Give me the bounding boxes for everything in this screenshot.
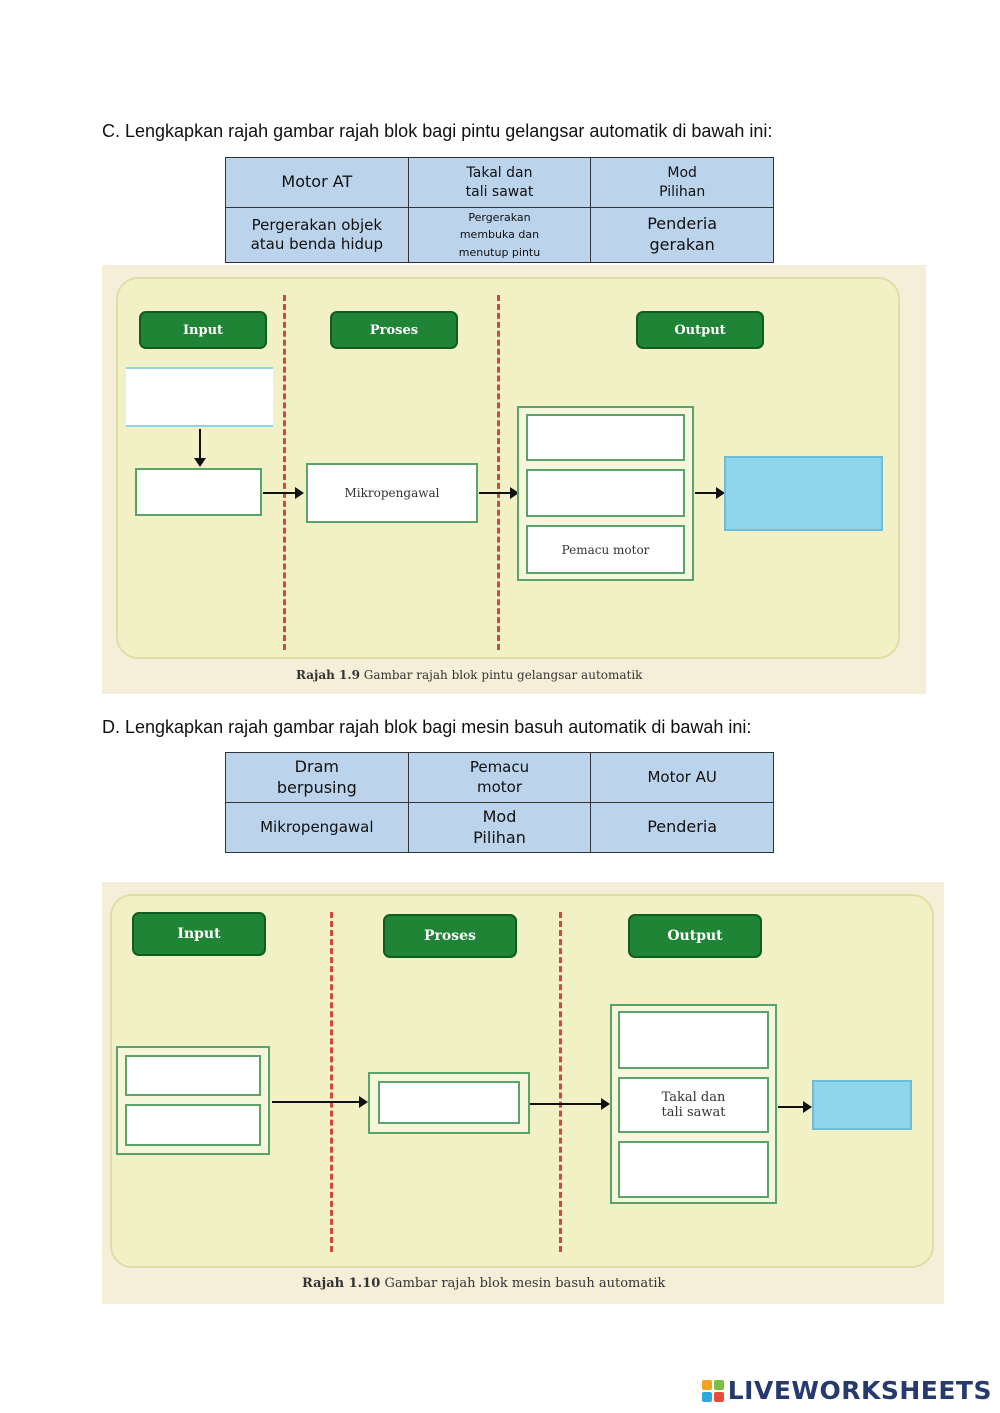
option-cell[interactable]: Takal dan tali sawat [407, 157, 592, 208]
answer-slot-process[interactable] [378, 1081, 520, 1124]
option-cell[interactable]: Motor AU [590, 752, 774, 803]
output-box-label: Pemacu motor [561, 542, 650, 557]
logo-square [701, 1379, 712, 1390]
arrow-right [272, 1096, 368, 1108]
divider-line [283, 295, 286, 650]
answer-slot-input-2[interactable] [135, 468, 262, 516]
option-cell[interactable]: Penderia gerakan [590, 207, 774, 263]
option-cell[interactable]: Pergerakan membuka dan menutup pintu [407, 207, 592, 263]
caption-prefix: Rajah 1.9 [296, 668, 360, 682]
section-d-instruction: D. Lengkapkan rajah gambar rajah blok ba… [102, 717, 752, 737]
arrow-right [263, 487, 304, 499]
answer-slot-input-2[interactable] [125, 1104, 261, 1146]
option-cell[interactable]: Penderia [590, 802, 774, 853]
answer-slot-output-1[interactable] [618, 1011, 769, 1069]
section-c-instruction: C. Lengkapkan rajah gambar rajah blok ba… [102, 121, 773, 141]
divider-line [330, 912, 333, 1252]
caption-text: Gambar rajah blok mesin basuh automatik [384, 1276, 666, 1291]
answer-slot-output-2[interactable] [526, 469, 685, 517]
section-d-options-table: Dram berpusing Pemacu motor Motor AU Mik… [225, 752, 774, 853]
divider-line [559, 912, 562, 1252]
arrow-right [778, 1101, 812, 1113]
output-box-motor-driver: Pemacu motor [526, 525, 685, 574]
caption-text: Gambar rajah blok pintu gelangsar automa… [363, 668, 643, 682]
option-cell[interactable]: Pemacu motor [407, 752, 592, 803]
output-label: Output [636, 311, 764, 349]
diagram-c-caption: Rajah 1.9 Gambar rajah blok pintu gelang… [296, 668, 642, 682]
caption-prefix: Rajah 1.10 [302, 1276, 381, 1291]
logo-square [701, 1391, 712, 1402]
diagram-d: Input Proses Output Takal dan tali sawat… [102, 882, 944, 1304]
section-c-options-table: Motor AT Takal dan tali sawat Mod Piliha… [225, 157, 774, 263]
arrow-down [194, 429, 206, 467]
option-cell[interactable]: Pergerakan objek atau benda hidup [225, 207, 409, 263]
diagram-c: Input Proses Output Mikropengawal Pemacu… [102, 265, 926, 694]
logo-mark-icon [701, 1379, 724, 1402]
diagram-d-caption: Rajah 1.10 Gambar rajah blok mesin basuh… [302, 1276, 665, 1291]
answer-slot-final[interactable] [724, 456, 883, 531]
option-cell[interactable]: Mikropengawal [225, 802, 409, 853]
answer-slot-output-1[interactable] [526, 414, 685, 461]
input-label: Input [139, 311, 267, 349]
logo-text: LIVEWORKSHEETS [727, 1376, 992, 1405]
arrow-right [479, 487, 519, 499]
process-box: Mikropengawal [306, 463, 478, 523]
output-label: Output [628, 914, 762, 958]
liveworksheets-logo: LIVEWORKSHEETS [701, 1376, 992, 1405]
option-cell[interactable]: Mod Pilihan [590, 157, 774, 208]
divider-line [497, 295, 500, 650]
answer-slot-input-1[interactable] [125, 1055, 261, 1096]
logo-square [713, 1391, 724, 1402]
process-label: Proses [330, 311, 458, 349]
arrow-right [695, 487, 725, 499]
process-box-label: Mikropengawal [344, 486, 440, 500]
option-cell[interactable]: Dram berpusing [225, 752, 409, 803]
option-cell[interactable]: Motor AT [225, 157, 409, 208]
arrow-right [530, 1098, 610, 1110]
answer-slot-input-1[interactable] [126, 367, 273, 427]
option-cell[interactable]: Mod Pilihan [407, 802, 592, 853]
output-box-label: Takal dan tali sawat [661, 1090, 726, 1120]
output-box-pulley: Takal dan tali sawat [618, 1077, 769, 1133]
input-label: Input [132, 912, 266, 956]
answer-slot-final[interactable] [812, 1080, 912, 1130]
answer-slot-output-3[interactable] [618, 1141, 769, 1198]
logo-square [713, 1379, 724, 1390]
process-label: Proses [383, 914, 517, 958]
